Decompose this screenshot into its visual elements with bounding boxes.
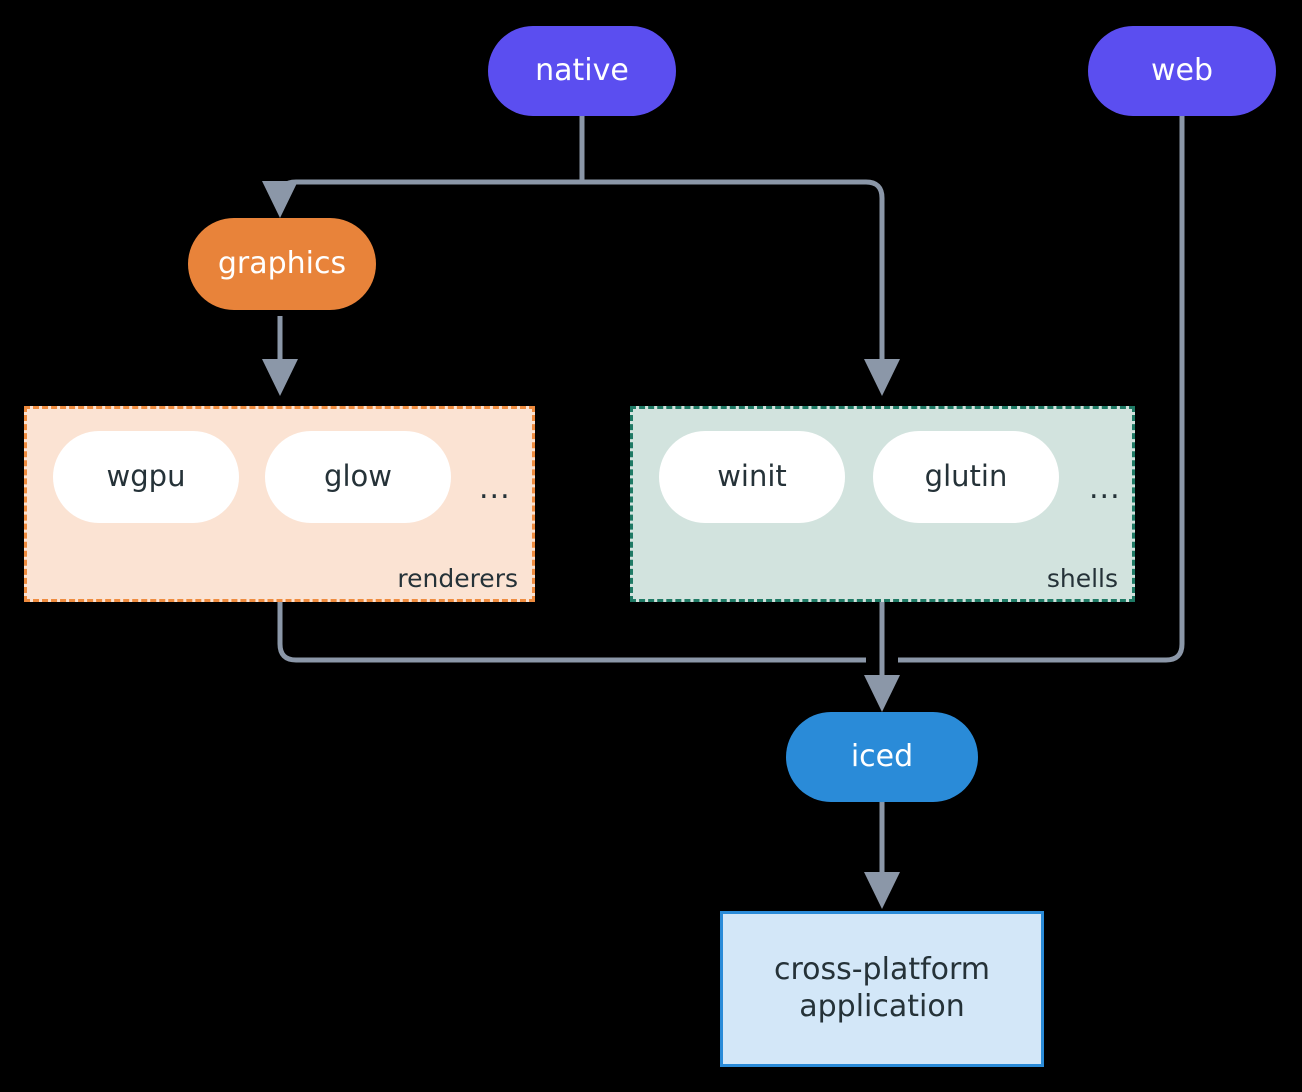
node-iced[interactable]: iced — [786, 712, 978, 802]
node-native-label: native — [535, 52, 629, 88]
node-wgpu[interactable]: wgpu — [53, 431, 239, 523]
node-native[interactable]: native — [488, 26, 676, 116]
edge-web-to-iced — [898, 115, 1185, 663]
edge-native-to-shells — [582, 179, 900, 397]
shells-ellipsis: ... — [1089, 471, 1121, 506]
node-web[interactable]: web — [1088, 26, 1276, 116]
node-winit-label: winit — [717, 459, 787, 494]
node-glutin-label: glutin — [924, 459, 1008, 494]
node-graphics[interactable]: graphics — [188, 218, 376, 310]
node-application-label: cross-platform application — [773, 952, 991, 1024]
edge-renderers-to-iced — [277, 602, 866, 663]
node-application[interactable]: cross-platform application — [720, 911, 1044, 1067]
cluster-renderers: wgpu glow ... renderers — [24, 406, 535, 602]
node-graphics-label: graphics — [217, 245, 347, 281]
node-glow-label: glow — [324, 459, 392, 494]
node-glutin[interactable]: glutin — [873, 431, 1059, 523]
cluster-shells-label: shells — [1046, 564, 1118, 593]
cluster-renderers-label: renderers — [397, 564, 518, 593]
node-glow[interactable]: glow — [265, 431, 451, 523]
cluster-shells: winit glutin ... shells — [630, 406, 1135, 602]
renderers-ellipsis: ... — [479, 471, 511, 506]
node-wgpu-label: wgpu — [106, 459, 186, 494]
edge-native-to-graphics — [262, 179, 582, 219]
node-winit[interactable]: winit — [659, 431, 845, 523]
node-web-label: web — [1150, 52, 1214, 88]
node-iced-label: iced — [850, 738, 914, 774]
